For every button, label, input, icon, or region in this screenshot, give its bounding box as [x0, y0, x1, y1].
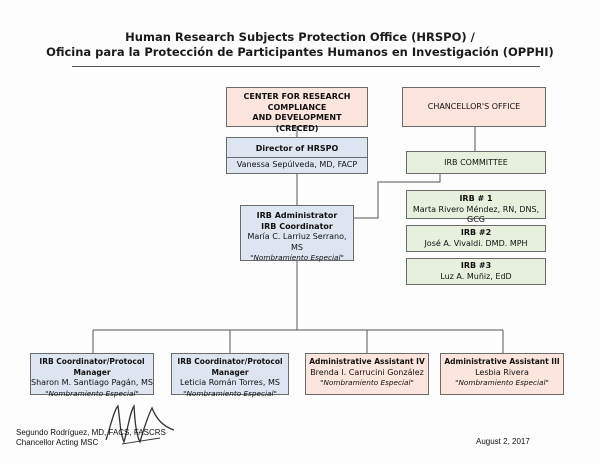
title-underline [72, 66, 540, 67]
creced-line2: AND DEVELOPMENT [252, 113, 342, 122]
coordinator2-name: Leticia Román Torres, MS [180, 378, 280, 387]
irb-committee-box: IRB COMMITTEE [406, 151, 546, 174]
document-date: August 2, 2017 [476, 437, 530, 446]
irb3-name: Luz A. Muñiz, EdD [440, 271, 512, 281]
admin-assistant-iv-name: Brenda I. Carrucini González [310, 367, 424, 377]
creced-line1: CENTER FOR RESEARCH COMPLIANCE [243, 92, 351, 112]
irb2-box: IRB #2 José A. Vivaldi. DMD. MPH [406, 225, 546, 252]
director-box: Director of HRSPO Vanessa Sepúlveda, MD,… [226, 137, 368, 174]
irb-administrator-box: IRB Administrator IRB Coordinator María … [240, 205, 354, 262]
coordinator2-note: "Nombramiento Especial" [183, 388, 277, 398]
director-title: Director of HRSPO [255, 144, 339, 153]
signer-name: Segundo Rodríguez, MD, FACS, FASCRS [16, 428, 166, 437]
chancellor-office-box: CHANCELLOR'S OFFICE [402, 87, 546, 127]
admin-assistant-iv-title: Administrative Assistant IV [309, 357, 425, 366]
admin-assistant-iii-note: "Nombramiento Especial" [455, 378, 549, 387]
admin-assistant-iii-box: Administrative Assistant III Lesbia Rive… [440, 353, 564, 395]
chancellor-title: CHANCELLOR'S OFFICE [427, 102, 521, 111]
irb-committee-title: IRB COMMITTEE [444, 158, 508, 167]
irb-admin-name: María C. Larriuz Serrano, MS [247, 232, 347, 252]
creced-box: CENTER FOR RESEARCH COMPLIANCE AND DEVEL… [226, 87, 368, 133]
title-english: Human Research Subjects Protection Offic… [125, 30, 475, 44]
coordinator2-box: IRB Coordinator/Protocol Manager Leticia… [171, 353, 289, 398]
coordinator1-name: Sharon M. Santiago Pagán, MS [31, 378, 153, 387]
irb1-title: IRB # 1 [459, 194, 493, 203]
admin-assistant-iii-title: Administrative Assistant III [444, 357, 560, 366]
irb3-box: IRB #3 Luz A. Muñiz, EdD [406, 258, 546, 285]
coordinator1-title: IRB Coordinator/Protocol Manager [39, 357, 145, 377]
creced-line3: (CRECED) [275, 123, 319, 133]
admin-assistant-iv-note: "Nombramiento Especial" [320, 378, 414, 387]
irb-admin-note: "Nombramiento Especial" [250, 253, 344, 262]
irb2-title: IRB #2 [460, 228, 492, 237]
director-divider [227, 156, 367, 158]
coordinator1-box: IRB Coordinator/Protocol Manager Sharon … [30, 353, 154, 398]
title-spanish: Oficina para la Protección de Participan… [46, 45, 554, 59]
irb1-name: Marta Rivero Méndez, RN, DNS, GCG [412, 204, 540, 225]
director-name: Vanessa Sepúlveda, MD, FACP [236, 159, 358, 169]
coordinator2-title: IRB Coordinator/Protocol Manager [177, 357, 283, 377]
signer-title: Chancellor Acting MSC [16, 438, 99, 447]
irb3-title: IRB #3 [460, 261, 492, 270]
admin-assistant-iii-name: Lesbia Rivera [475, 367, 529, 377]
irb-coordinator-title: IRB Coordinator [261, 221, 333, 231]
irb1-box: IRB # 1 Marta Rivero Méndez, RN, DNS, GC… [406, 190, 546, 224]
coordinator1-note: "Nombramiento Especial" [45, 388, 139, 398]
signature-scribble [105, 404, 175, 445]
admin-assistant-iv-box: Administrative Assistant IV Brenda I. Ca… [305, 353, 429, 395]
irb-admin-title: IRB Administrator [256, 211, 338, 220]
irb2-name: José A. Vivaldi. DMD. MPH [424, 238, 528, 248]
line-committee-admin [354, 174, 441, 219]
